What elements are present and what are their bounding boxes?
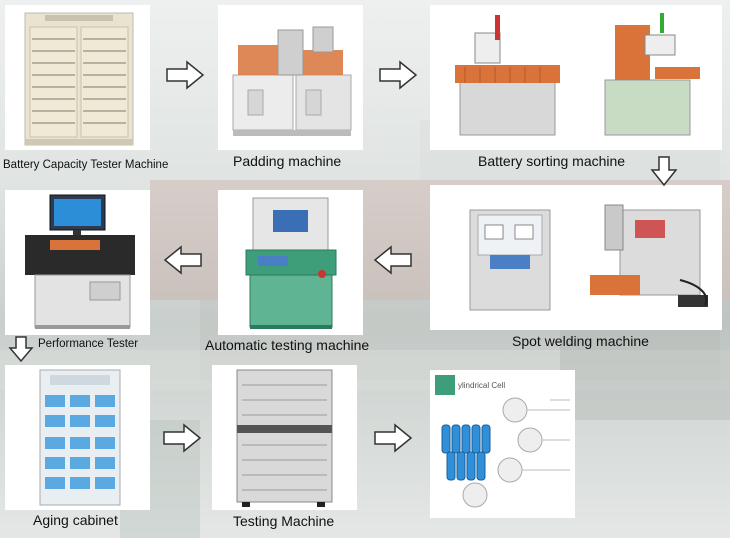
arrow-left-1-icon bbox=[373, 245, 412, 275]
sorting-machine-image bbox=[455, 13, 700, 136]
step-card-aging-cabinet bbox=[5, 365, 150, 510]
cylindrical-cell-brochure-image: ylindrical Cell bbox=[430, 370, 575, 518]
aging-cabinet-image bbox=[39, 369, 121, 506]
step-label-padding: Padding machine bbox=[233, 153, 342, 169]
arrow-left-2-icon bbox=[163, 245, 202, 275]
arrow-right-1-icon bbox=[166, 60, 205, 90]
step-card-sorting bbox=[430, 5, 722, 150]
step-card-testing-machine bbox=[212, 365, 357, 510]
testing-machine-image bbox=[236, 369, 333, 507]
arrow-right-4-icon bbox=[374, 423, 413, 453]
automatic-testing-machine-image bbox=[245, 197, 337, 329]
padding-machine-image bbox=[232, 26, 352, 136]
step-label-aging-cabinet: Aging cabinet bbox=[33, 512, 118, 528]
performance-tester-image bbox=[25, 194, 135, 329]
step-label-capacity-tester: Battery Capacity Tester Machine bbox=[3, 159, 169, 171]
step-label-testing-machine: Testing Machine bbox=[233, 513, 335, 529]
step-card-capacity-tester bbox=[5, 5, 150, 150]
brochure-title: ylindrical Cell bbox=[458, 381, 505, 390]
spot-welding-machine-image bbox=[469, 204, 708, 311]
arrow-right-2-icon bbox=[379, 60, 418, 90]
arrow-down-1-icon bbox=[650, 156, 678, 187]
step-card-automatic-testing bbox=[218, 190, 363, 335]
step-card-padding bbox=[218, 5, 363, 150]
step-label-spot-welding: Spot welding machine bbox=[512, 333, 649, 349]
step-label-performance-tester: Performance Tester bbox=[38, 338, 139, 350]
step-card-cylindrical-cell: ylindrical Cell bbox=[430, 370, 575, 518]
step-card-performance-tester bbox=[5, 190, 150, 335]
step-card-spot-welding bbox=[430, 185, 722, 330]
step-label-sorting: Battery sorting machine bbox=[478, 153, 626, 169]
capacity-tester-machine-image bbox=[24, 12, 134, 146]
arrow-right-3-icon bbox=[163, 423, 202, 453]
step-label-automatic-testing: Automatic testing machine bbox=[205, 337, 370, 353]
arrow-down-2-icon bbox=[8, 336, 34, 363]
